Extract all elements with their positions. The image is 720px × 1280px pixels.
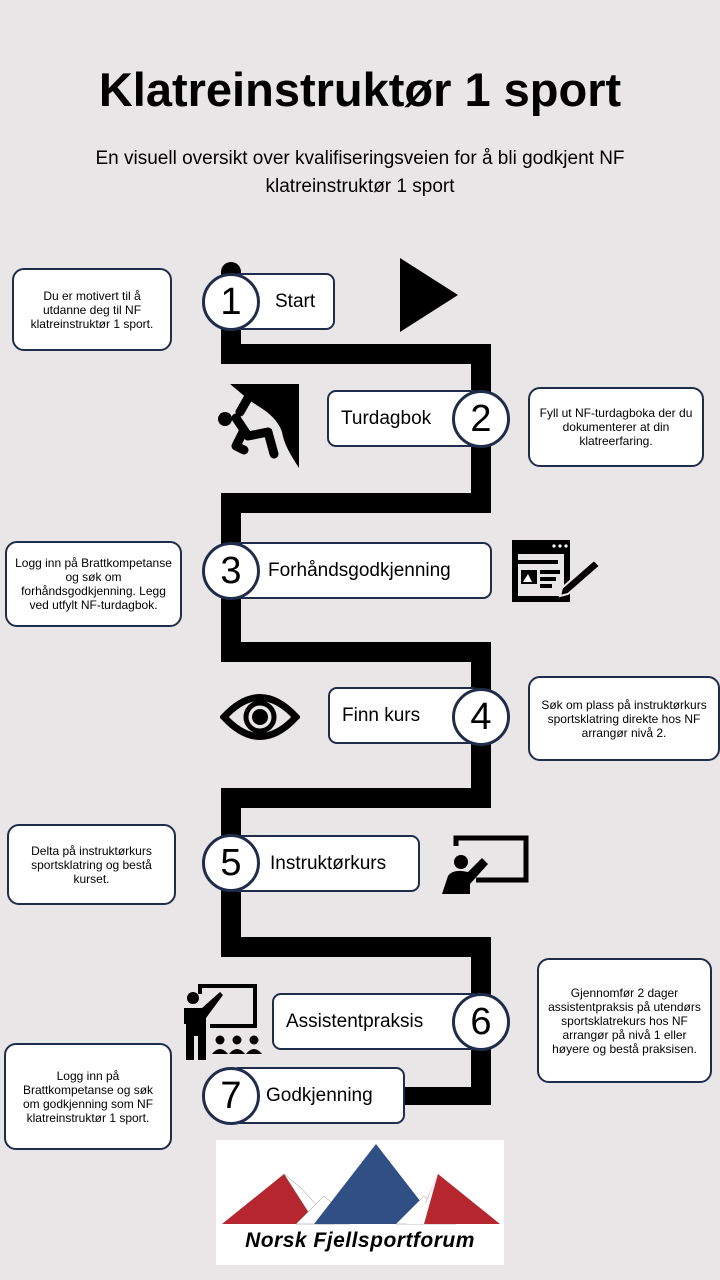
step-label-text: Instruktørkurs xyxy=(270,852,387,874)
step-6-label: Assistentpraksis xyxy=(272,993,481,1050)
step-label-text: Start xyxy=(275,290,316,312)
step-2-number: 2 xyxy=(452,390,510,448)
page-subtitle: En visuell oversikt over kvalifiseringsv… xyxy=(95,148,625,197)
step-7-number: 7 xyxy=(202,1067,260,1125)
step-label-text: Godkjenning xyxy=(266,1084,373,1106)
step-4-note: Søk om plass på instruktørkurs sportskla… xyxy=(528,676,720,761)
step-2-note: Fyll ut NF-turdagboka der du dokumentere… xyxy=(528,387,704,467)
step-5-number: 5 xyxy=(202,834,260,892)
step-label-text: Turdagbok xyxy=(341,407,432,429)
step-label-text: Finn kurs xyxy=(342,704,421,726)
page-title: Klatreinstruktør 1 sport xyxy=(98,63,622,116)
logo-text: Norsk Fjellsportforum xyxy=(245,1229,475,1252)
step-6-note: Gjennomfør 2 dager assistentpraksis på u… xyxy=(537,958,712,1083)
norsk-fjellsportforum-logo: Norsk Fjellsportforum xyxy=(216,1140,504,1265)
step-5-label: Instruktørkurs xyxy=(230,835,420,892)
step-6-number: 6 xyxy=(452,993,510,1051)
step-5-note: Delta på instruktørkurs sportsklatring o… xyxy=(7,824,176,905)
climber-icon xyxy=(218,384,299,468)
mountains-logo-graphic xyxy=(222,1144,500,1225)
step-7-note: Logg inn på Brattkompetanse og søk om go… xyxy=(4,1043,172,1150)
step-1-number: 1 xyxy=(202,273,260,331)
step-3-number: 3 xyxy=(202,542,260,600)
step-label-text: Forhåndsgodkjenning xyxy=(268,559,451,581)
teacher-board-icon xyxy=(442,835,529,894)
web-form-icon xyxy=(512,540,602,602)
play-icon xyxy=(400,258,458,332)
eye-icon xyxy=(220,694,300,740)
presenter-icon xyxy=(184,984,262,1060)
step-3-label: Forhåndsgodkjenning xyxy=(230,542,492,599)
step-label-text: Assistentpraksis xyxy=(286,1010,424,1032)
step-3-note: Logg inn på Brattkompetanse og søk om fo… xyxy=(5,541,182,627)
step-4-number: 4 xyxy=(452,688,510,746)
step-1-note: Du er motivert til å utdanne deg til NF … xyxy=(12,268,172,351)
